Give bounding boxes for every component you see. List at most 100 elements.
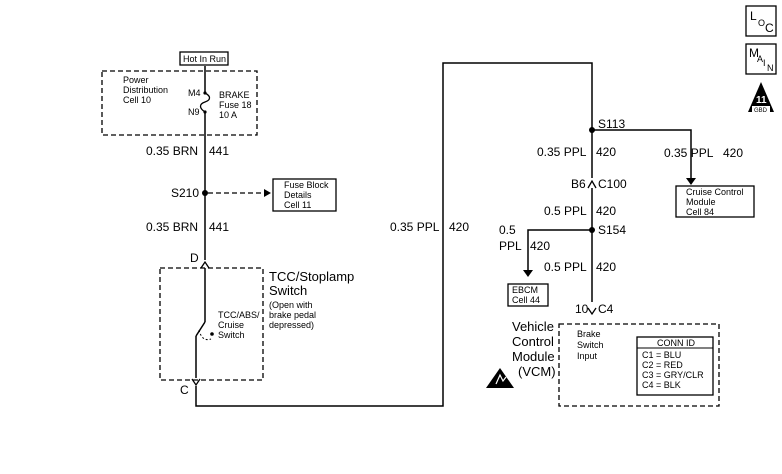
main-icon-letter: A xyxy=(757,54,763,64)
tcc-note-1: (Open with xyxy=(269,300,313,310)
fuse-block-label-1: Fuse Block xyxy=(284,180,329,190)
tcc-switch-actuator xyxy=(198,329,212,341)
conn-id-table xyxy=(636,336,714,396)
fuse-label-2: Fuse 18 xyxy=(219,100,252,110)
splice-s210-label: S210 xyxy=(171,186,199,200)
cruise-label-1: Cruise Control xyxy=(686,187,744,197)
tcc-connector-d xyxy=(200,260,210,269)
ebcm-box xyxy=(507,283,549,307)
cruise-label-2: Module xyxy=(686,197,716,207)
main-icon-letter: N xyxy=(767,63,774,73)
vcm-connector-name: C4 xyxy=(598,302,614,316)
splice-dot-s210 xyxy=(202,190,208,196)
wire-ppl-vcm-circuit: 420 xyxy=(596,260,616,274)
gbd-icon-number: 11 xyxy=(756,95,767,106)
tcc-inner-label-1: TCC/ABS/ xyxy=(218,310,260,320)
fuse-block-label-3: Cell 11 xyxy=(284,200,311,210)
ebcm-label-1: EBCM xyxy=(512,285,538,295)
splice-dot-s154 xyxy=(589,227,595,233)
tcc-switch-blade xyxy=(195,321,206,337)
tcc-inner-label-3: Switch xyxy=(218,330,245,340)
vcm-pin: 10 xyxy=(575,302,589,316)
gbd-icon[interactable]: 11 GBD xyxy=(748,82,774,114)
tcc-title-1: TCC/Stoplamp xyxy=(269,269,354,284)
splice-dot-s113 xyxy=(589,127,595,133)
loc-icon[interactable]: L O C xyxy=(745,5,777,37)
wire-ppl-ebcm-gauge-2: PPL xyxy=(499,239,522,253)
gbd-icon-label: GBD xyxy=(754,108,768,114)
loc-icon-letter: L xyxy=(750,9,757,23)
ebcm-label-2: Cell 44 xyxy=(512,295,540,305)
hot-in-run-label: Hot In Run xyxy=(183,54,226,64)
wire-ppl-420-ebcm xyxy=(527,229,592,270)
fuse-label-1: BRAKE xyxy=(219,90,250,100)
tcc-switch-pivot xyxy=(210,332,214,336)
wire-brn-top-circuit: 441 xyxy=(209,144,229,158)
wire-ppl-s113-circuit: 420 xyxy=(596,145,616,159)
wire-ppl-cruise-gauge: 0.35 PPL xyxy=(664,146,714,160)
wire-ppl-cruise-circuit: 420 xyxy=(723,146,743,160)
arrow-ebcm xyxy=(523,270,533,277)
wire-brn-top-gauge: 0.35 BRN xyxy=(146,144,198,158)
tcc-inner-label-2: Cruise xyxy=(218,320,244,330)
wire-brn-bottom-gauge: 0.35 BRN xyxy=(146,220,198,234)
wire-brn-bottom-circuit: 441 xyxy=(209,220,229,234)
wires xyxy=(195,62,692,407)
fuse-block-label-2: Details xyxy=(284,190,312,200)
splice-s154-label: S154 xyxy=(598,223,626,237)
c100-name: C100 xyxy=(598,177,627,191)
power-distribution-box xyxy=(101,70,258,136)
wire-ppl-420-loop xyxy=(195,62,593,407)
wire-ppl-s113-gauge: 0.35 PPL xyxy=(537,145,587,159)
vcm-label-3: Module xyxy=(512,349,555,364)
fuse-pin-n9: N9 xyxy=(188,107,200,117)
fuse-label-3: 10 A xyxy=(219,110,237,120)
wire-ppl-ebcm-gauge-1: 0.5 xyxy=(499,223,516,237)
splice-s113-label: S113 xyxy=(598,117,625,131)
cruise-label-3: Cell 84 xyxy=(686,207,714,217)
loc-icon-letter: O xyxy=(758,18,765,28)
hot-in-run-box xyxy=(179,51,229,66)
conn-id-header: CONN ID xyxy=(657,338,696,348)
fuse-block-details-box xyxy=(272,178,337,212)
wire-ppl-c100-circuit: 420 xyxy=(596,204,616,218)
wire-ppl-c100-gauge: 0.5 PPL xyxy=(544,204,587,218)
conn-id-row: C3 = GRY/CLR xyxy=(642,370,704,380)
esd-sensitive-icon xyxy=(486,368,514,388)
wire-ppl-long-circuit: 420 xyxy=(449,220,469,234)
loc-icon-letter: C xyxy=(765,21,774,35)
tcc-note-2: brake pedal xyxy=(269,310,316,320)
tcc-connector-c xyxy=(191,378,201,387)
main-icon-letter: M xyxy=(749,46,759,60)
brake-switch-input-3: Input xyxy=(577,351,598,361)
brake-switch-input-1: Brake xyxy=(577,329,601,339)
tcc-pin-d: D xyxy=(190,251,199,265)
fuse-symbol xyxy=(199,92,211,113)
wire-ppl-ebcm-circuit: 420 xyxy=(530,239,550,253)
conn-id-row: C2 = RED xyxy=(642,360,683,370)
arrow-fuse-block xyxy=(264,189,271,197)
vcm-label-2: Control xyxy=(512,334,554,349)
c100-connector-symbol xyxy=(587,179,597,189)
cruise-control-module-box xyxy=(675,185,755,218)
tcc-title-2: Switch xyxy=(269,283,307,298)
tcc-pin-c: C xyxy=(180,383,189,397)
tcc-switch-box xyxy=(159,267,264,381)
main-icon-letter: I xyxy=(763,58,766,68)
tcc-note-3: depressed) xyxy=(269,320,314,330)
power-distribution-label-2: Distribution xyxy=(123,85,168,95)
power-distribution-label-1: Power xyxy=(123,75,149,85)
wire-ppl-420-cruise xyxy=(592,129,692,178)
main-icon[interactable]: M A I N xyxy=(745,43,777,75)
conn-id-row: C4 = BLK xyxy=(642,380,681,390)
c100-pin: B6 xyxy=(571,177,586,191)
wire-ppl-long-gauge: 0.35 PPL xyxy=(390,220,440,234)
vcm-label-4: (VCM) xyxy=(518,364,556,379)
brake-switch-input-2: Switch xyxy=(577,340,604,350)
arrow-cruise xyxy=(686,178,696,185)
conn-id-row: C1 = BLU xyxy=(642,350,681,360)
vcm-connector-symbol xyxy=(587,307,597,316)
wire-ppl-vcm-gauge: 0.5 PPL xyxy=(544,260,587,274)
